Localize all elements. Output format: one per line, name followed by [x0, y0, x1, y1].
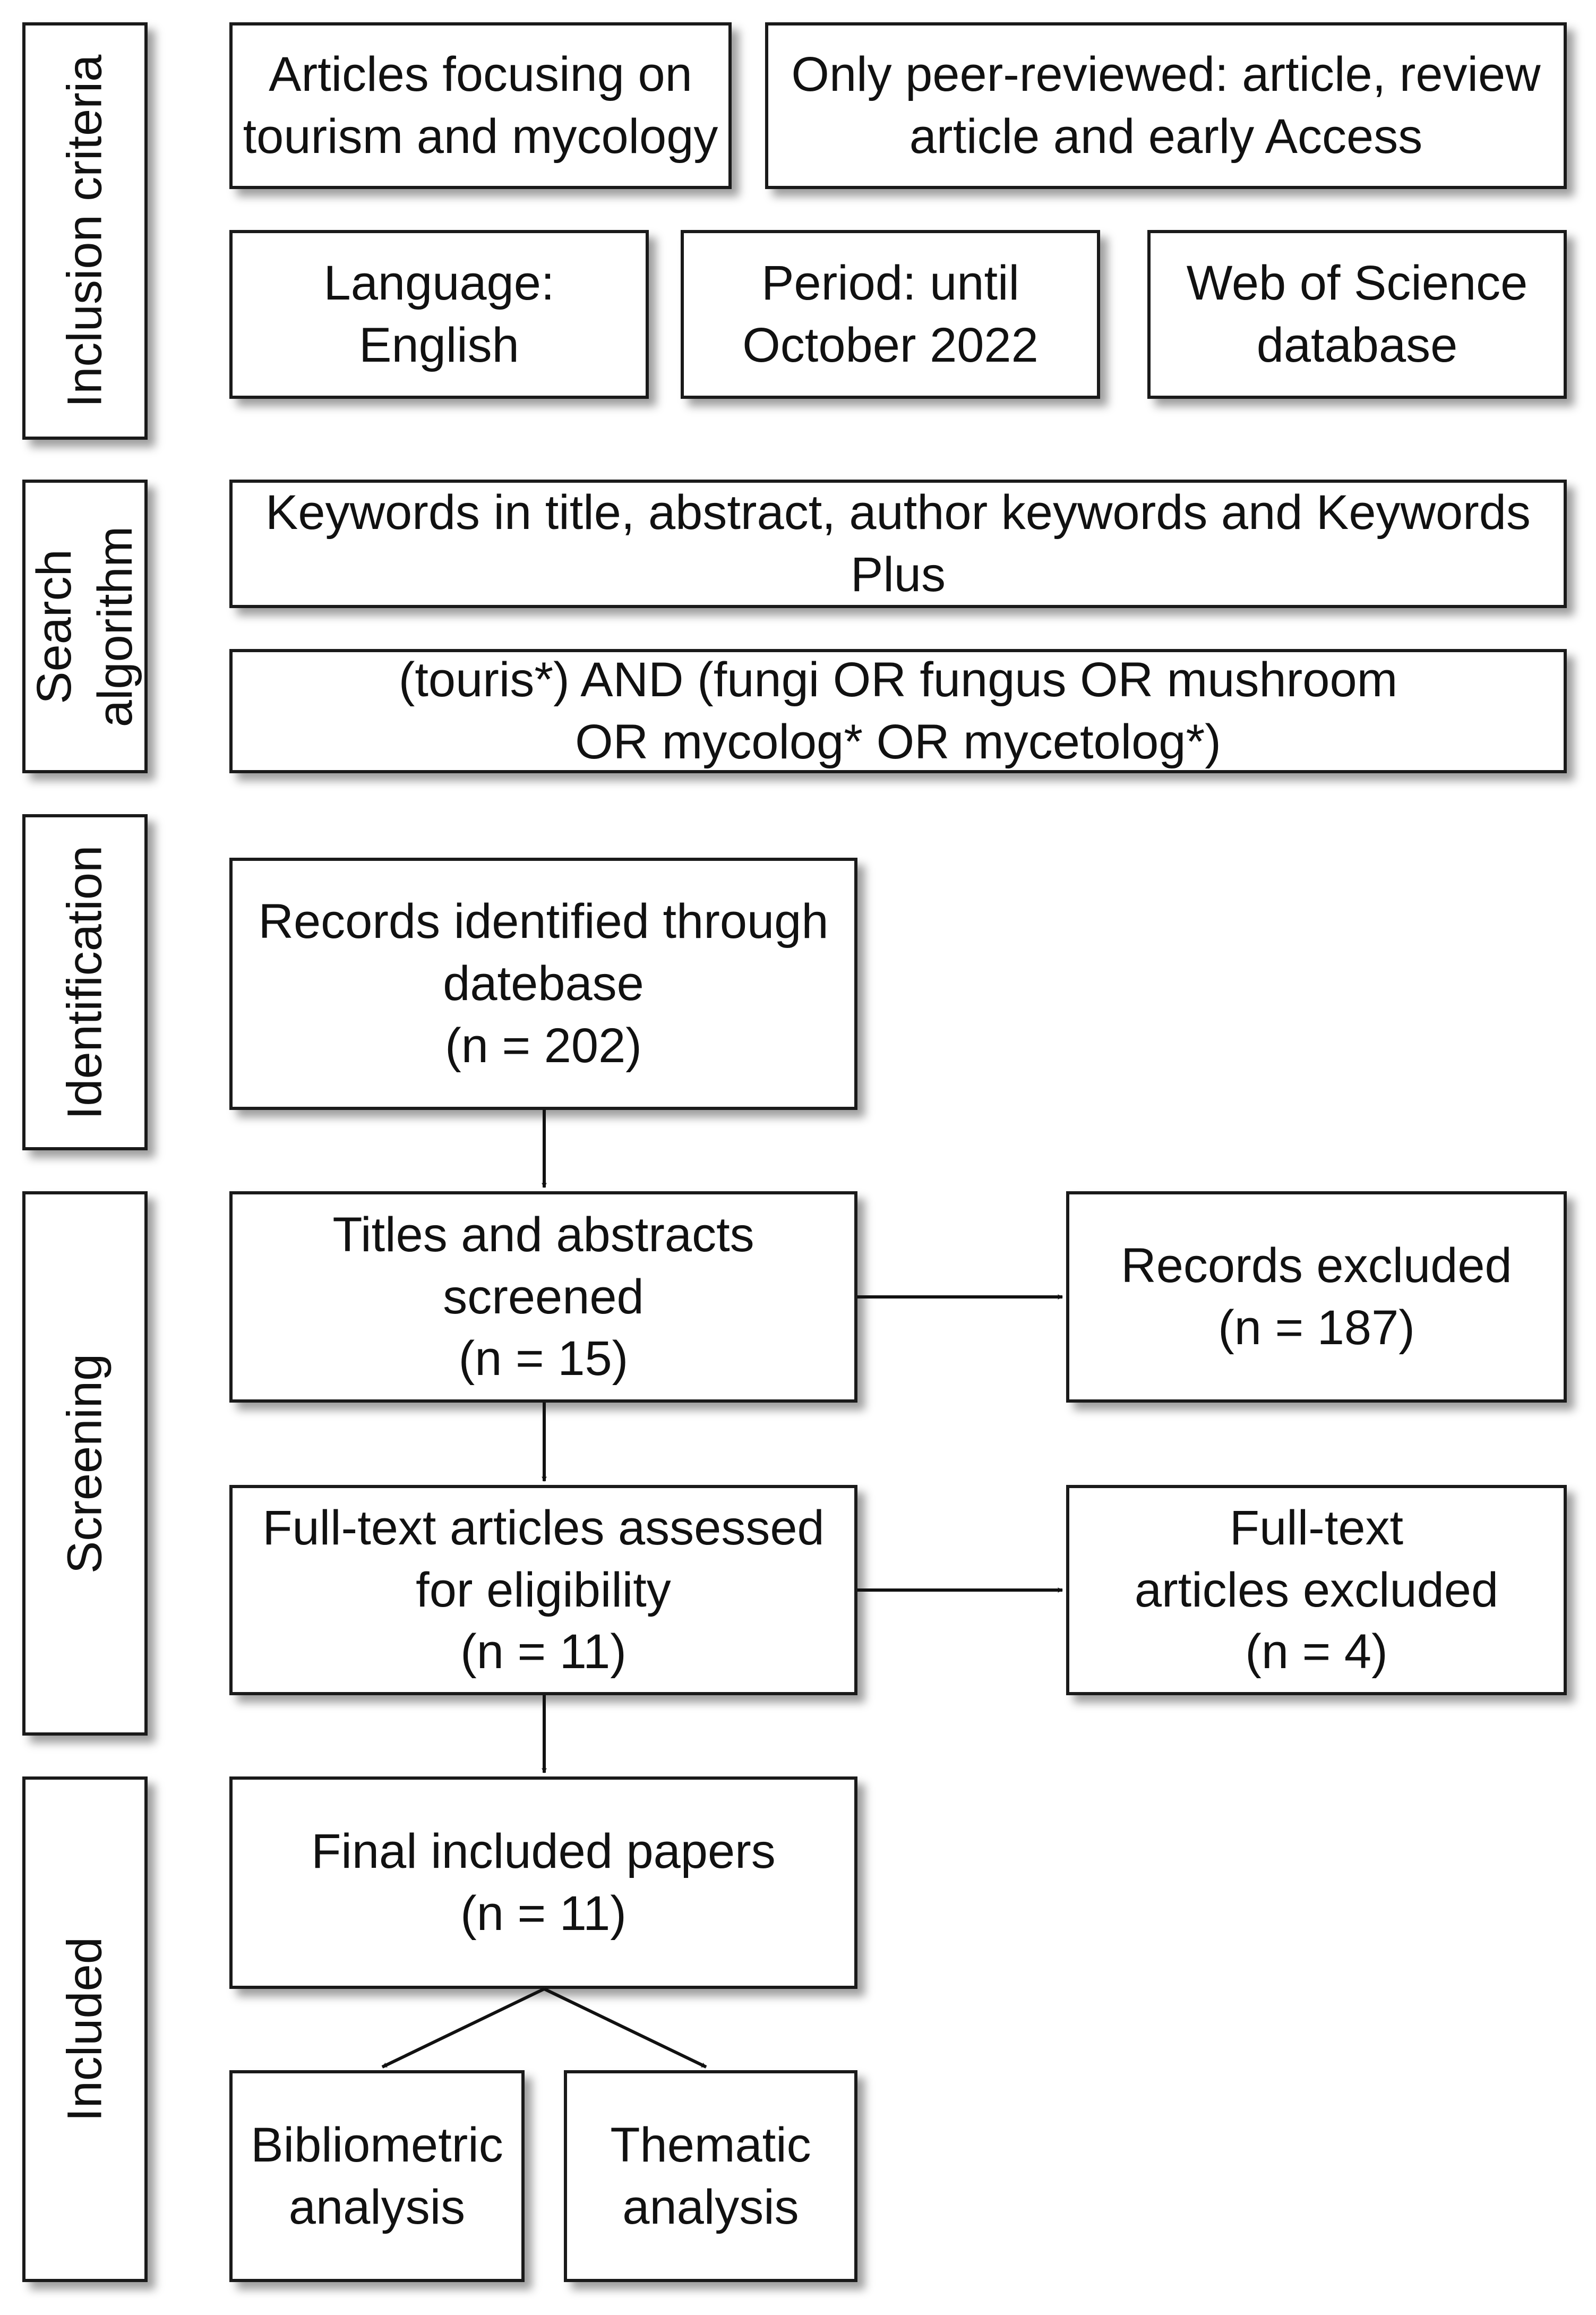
section-included: Included	[22, 1776, 148, 2282]
section-identification: Identification	[22, 814, 148, 1150]
search-fields-box: Keywords in title, abstract, author keyw…	[229, 480, 1567, 608]
section-search-algorithm: Search algorithm	[22, 480, 148, 773]
search-query-box: (touris*) AND (fungi OR fungus OR mushro…	[229, 649, 1567, 773]
arrow-final-to-bibliometric	[381, 1987, 545, 2069]
final-included-box: Final included papers(n = 11)	[229, 1776, 857, 1989]
arrow-final-to-thematic	[543, 1987, 707, 2069]
section-screening: Screening	[22, 1191, 148, 1736]
records-excluded-box: Records excluded(n = 187)	[1066, 1191, 1567, 1403]
criterion-language-box: Language:English	[229, 230, 649, 399]
section-inclusion-criteria: Inclusion criteria	[22, 22, 148, 440]
